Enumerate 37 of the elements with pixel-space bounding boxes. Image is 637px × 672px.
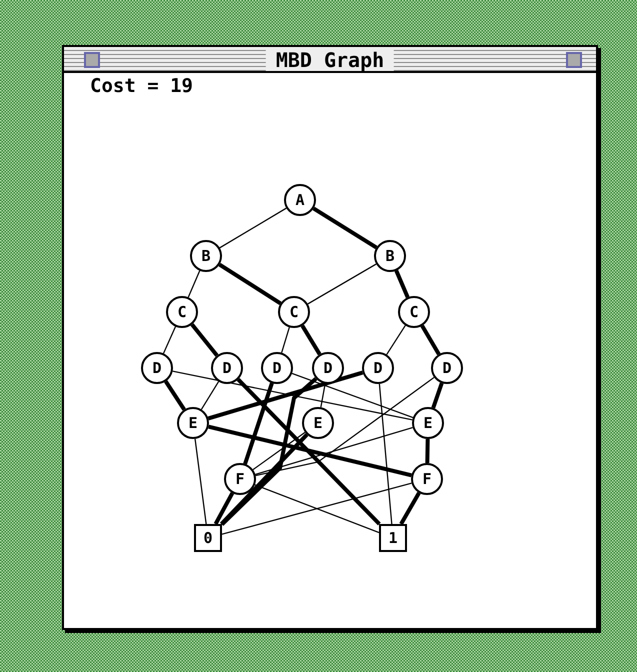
graph-edge (308, 264, 376, 304)
graph-edge (200, 381, 220, 410)
graph-edge (172, 370, 412, 420)
graph-edge (281, 327, 290, 353)
graph-edge (300, 324, 322, 356)
graph-edge (292, 372, 414, 418)
terminal-box: 1 (379, 524, 407, 552)
graph-edge (399, 492, 421, 525)
window-title: MBD Graph (266, 49, 394, 71)
graph-edge (243, 382, 274, 464)
graph-edge (394, 270, 410, 298)
cost-label: Cost = 19 (90, 75, 193, 97)
graph-edge (214, 492, 234, 525)
graph-edge (194, 438, 207, 524)
graph-edge (312, 206, 378, 250)
graph-edge (255, 427, 413, 475)
graph-edge (220, 433, 308, 526)
graph-edge (162, 326, 176, 354)
graph-edge (218, 262, 282, 306)
graph-edge (188, 270, 200, 298)
graph-edge (431, 382, 444, 409)
terminal-box: 0 (194, 524, 222, 552)
graph-edge (208, 424, 412, 478)
graph-edge (425, 438, 430, 464)
graph-edge (386, 325, 406, 355)
graph-edge (164, 380, 186, 411)
graph-edge (256, 376, 434, 476)
graph-edge (420, 324, 441, 356)
graph-edge (208, 370, 364, 420)
graph-edge (252, 432, 306, 470)
graph-edge (378, 384, 392, 524)
graph-edge (236, 378, 381, 526)
graph-edge (219, 208, 287, 248)
graph-edge (190, 323, 219, 357)
graph-edge (254, 484, 380, 534)
graph-edge (222, 482, 412, 535)
graph-edge (320, 384, 326, 408)
